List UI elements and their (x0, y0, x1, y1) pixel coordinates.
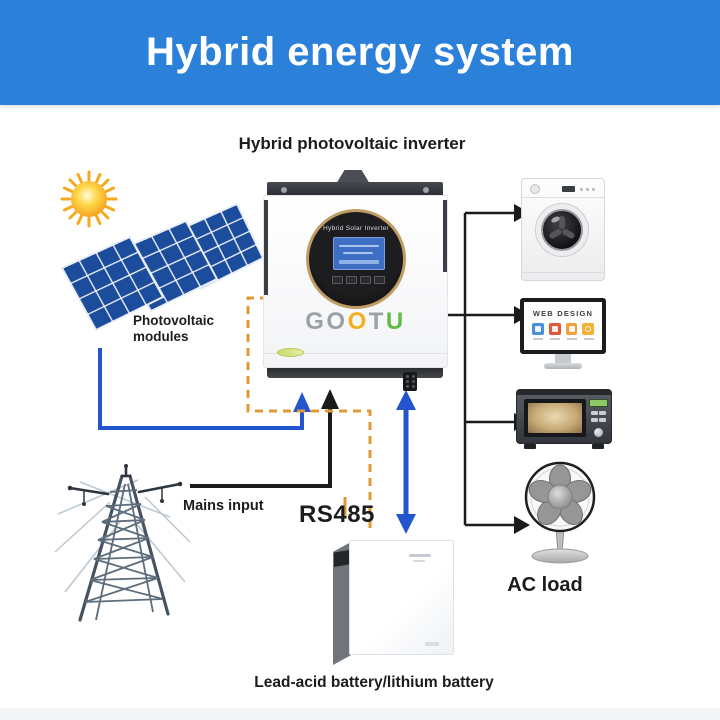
screw-icon (423, 187, 429, 193)
rs485-label: RS485 (299, 501, 375, 528)
sun-icon (60, 170, 118, 228)
lcd-screen (333, 237, 385, 270)
inverter-connector (403, 372, 417, 391)
computer-monitor-icon: WEB DESIGN (518, 296, 608, 374)
inverter-divider (264, 353, 447, 354)
mains-input-label: Mains input (183, 498, 264, 514)
header-banner: Hybrid energy system (0, 0, 720, 105)
pv-modules-label: Photovoltaic modules (133, 313, 215, 344)
inverter-bottom-panel (267, 368, 443, 378)
screw-icon (281, 187, 287, 193)
inverter-right-heatsink (443, 200, 447, 272)
monitor-app-tiles (532, 323, 594, 335)
inverter-title: Hybrid photovoltaic inverter (238, 134, 466, 153)
pv-arrowhead (293, 392, 311, 412)
washing-machine-icon (520, 176, 606, 284)
mains-to-inverter-line (190, 404, 332, 488)
display-buttons (332, 276, 388, 284)
power-tower-icon (50, 462, 200, 624)
washer-door (535, 203, 589, 257)
page-title: Hybrid energy system (146, 30, 574, 74)
monitor-screen-title: WEB DESIGN (532, 309, 594, 318)
inverter-left-heatsink (264, 200, 268, 295)
inverter-body: Hybrid Solar Inverter GOOTU (263, 195, 448, 368)
solar-panels-icon (52, 200, 267, 335)
battery-icon (325, 530, 465, 672)
fan-icon (520, 455, 605, 570)
inverter-sticker (277, 348, 304, 357)
hybrid-inverter: Hybrid Solar Inverter GOOTU (258, 165, 453, 395)
inverter-round-display: Hybrid Solar Inverter (306, 209, 406, 309)
ac-load-label: AC load (507, 574, 583, 596)
panel-front (60, 235, 165, 332)
footer-strip (0, 708, 720, 720)
display-caption: Hybrid Solar Inverter (323, 225, 389, 232)
battery-caption: Lead-acid battery/lithium battery (254, 674, 494, 691)
gootu-logo: GOOTU (305, 308, 406, 335)
inverter-mount-bracket (267, 182, 443, 198)
inverter-top-knob (336, 170, 370, 184)
battery-logo-mark (409, 554, 431, 557)
microwave-icon (516, 386, 612, 452)
